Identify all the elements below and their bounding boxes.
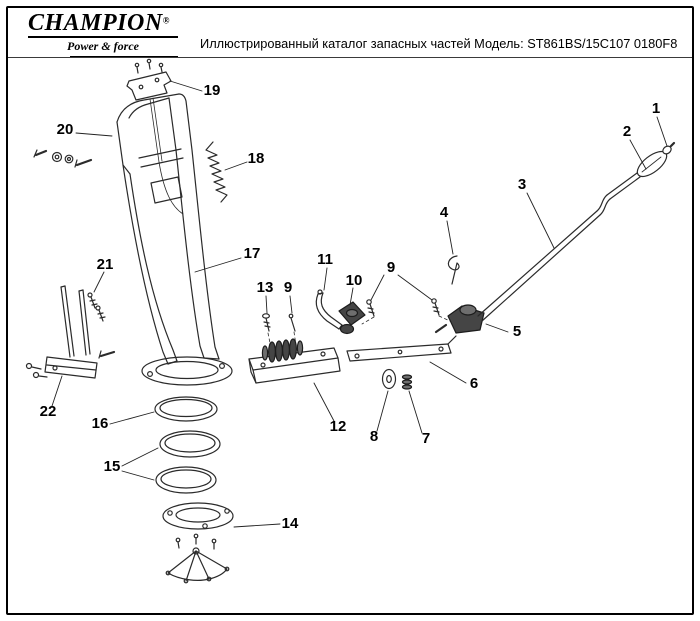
part-label-22: 22 [40,403,57,420]
logo-divider [28,36,178,38]
part-19-bracket-drawing [126,58,172,101]
leader-line-part-12 [313,382,335,422]
part-22-rod-assembly-drawing [25,285,116,379]
leader-line-part-9b [370,274,385,301]
part-13-screw-drawing [262,313,271,332]
leader-line-part-20 [75,132,113,137]
registered-trademark-symbol: ® [162,15,170,26]
catalog-title: Иллюстрированный каталог запасных частей… [200,36,678,51]
leader-line-part-19 [169,80,203,92]
part-label-18: 18 [248,150,265,167]
leader-line-part-2 [629,139,647,170]
header-divider [8,57,692,58]
leader-line-part-13 [265,295,268,314]
part-3-rod-drawing [477,172,641,322]
part-21-screws-drawing [87,292,106,322]
part-label-19: 19 [204,82,221,99]
part-12-bracket-plate-drawing [248,331,341,384]
leader-line-part-9b-1 [397,274,433,301]
handle-fasteners-drawing [33,149,93,168]
part-label-9a: 9 [284,279,292,296]
part-label-5: 5 [513,323,521,340]
part-14-plate-drawing [162,502,234,530]
lower-bracket-drawing [165,533,230,584]
part-label-9b: 9 [387,259,395,276]
handle-frame-drawing [116,93,233,386]
leader-line-part-5 [485,323,509,333]
part-label-20: 20 [57,121,74,138]
part-7-spring-drawing [401,374,413,390]
leader-line-part-10 [349,287,354,306]
leader-line-part-6 [429,361,467,384]
part-1-grip-tip-drawing [662,141,676,155]
leader-line-part-18 [224,161,248,171]
logo-brand-row: CHAMPION® [28,11,178,35]
leader-line-part-8 [376,390,389,432]
part-18-spring-drawing [205,141,228,203]
leader-line-part-17 [194,257,242,273]
part-label-21: 21 [97,256,114,273]
part-label-7: 7 [422,430,430,447]
leader-line-part-15 [121,447,159,467]
part-label-14: 14 [282,515,299,532]
leader-line-part-14 [233,523,281,528]
leader-line-part-7 [408,390,423,434]
leader-line-part-1 [656,116,668,147]
part-label-8: 8 [370,428,378,445]
leader-line-part-21 [93,271,105,293]
leader-line-part-3 [526,192,555,249]
part-label-12: 12 [330,418,347,435]
part-label-10: 10 [346,272,363,289]
logo-divider-2 [70,56,178,57]
logo-brand-text: CHAMPION [28,10,163,36]
part-label-1: 1 [652,100,660,117]
leader-line-part-9a [289,295,293,314]
leader-line-part-16 [109,411,155,425]
part-label-15: 15 [104,458,121,475]
leader-line-part-4 [446,220,454,255]
leader-line-part-15-1 [121,470,155,481]
part-label-6: 6 [470,375,478,392]
champion-logo: CHAMPION® Power & force [28,11,178,57]
part-label-11: 11 [317,251,333,268]
part-16-ring-drawing [154,396,218,422]
part-label-13: 13 [257,279,274,296]
part-label-3: 3 [518,176,526,193]
part-label-16: 16 [92,415,109,432]
part-4-cotter-pin-drawing [447,255,460,285]
part-label-17: 17 [244,245,261,262]
part-11-lever-drawing [315,289,343,330]
part-6-bar-drawing [346,335,457,362]
part-9-bolts-drawing [361,298,451,325]
part-10-joint-drawing [338,301,366,335]
part-5-joint-drawing [434,304,485,334]
part-8-disc-drawing [381,368,397,390]
part-label-4: 4 [440,204,449,221]
part-9-pin-drawing [288,313,296,332]
leader-line-part-22 [51,375,63,407]
part-label-2: 2 [623,123,631,140]
logo-tagline: Power & force [67,39,139,53]
part-12-bellows-drawing [261,338,304,363]
leader-line-part-11 [323,267,328,291]
part-15-rings-drawing [155,430,221,494]
